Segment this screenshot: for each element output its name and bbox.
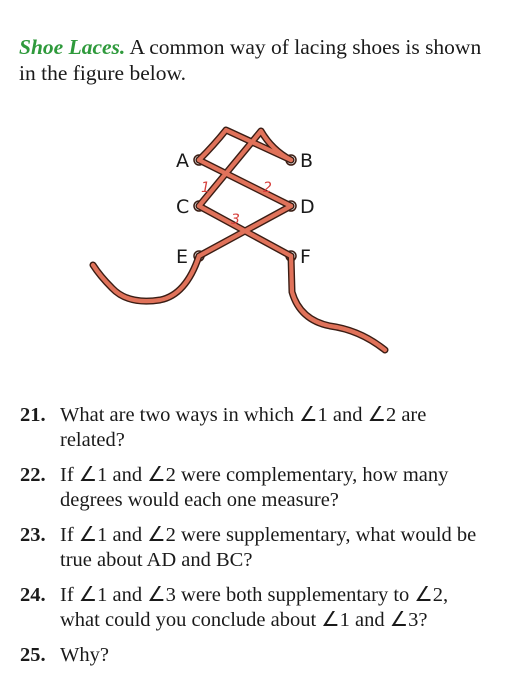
- intro-lead: Shoe Laces.: [19, 35, 126, 59]
- question-item: 23. If ∠1 and ∠2 were supplementary, wha…: [20, 523, 490, 573]
- question-number: 23.: [20, 524, 46, 546]
- point-label-f: F: [300, 246, 311, 268]
- lace-c-to-f: [196, 203, 294, 259]
- lace-right-tail: [288, 253, 388, 353]
- question-text: If ∠1 and ∠2 were supplementary, what wo…: [60, 524, 477, 571]
- intro-text: A common way of lacing shoes is shown in…: [19, 35, 482, 85]
- question-number: 25.: [20, 644, 46, 666]
- lace-top-right: [196, 128, 294, 209]
- question-item: 25. Why?: [20, 643, 490, 668]
- question-item: 21. What are two ways in which ∠1 and ∠2…: [20, 403, 490, 453]
- question-item: 22. If ∠1 and ∠2 were complementary, how…: [20, 463, 490, 513]
- shoe-lace-figure: A B C D E F 1 2 3: [0, 110, 506, 380]
- question-list: 21. What are two ways in which ∠1 and ∠2…: [20, 403, 490, 678]
- lace-a-to-d: [196, 157, 294, 209]
- angle-label-1: 1: [201, 180, 210, 196]
- question-item: 24. If ∠1 and ∠3 were both supplementary…: [20, 583, 490, 633]
- angle-label-2: 2: [263, 180, 272, 196]
- point-label-c: C: [176, 196, 189, 218]
- question-text: What are two ways in which ∠1 and ∠2 are…: [60, 404, 427, 451]
- question-text: Why?: [60, 644, 109, 666]
- intro-paragraph: Shoe Laces. A common way of lacing shoes…: [19, 34, 489, 86]
- question-text: If ∠1 and ∠2 were complementary, how man…: [60, 464, 449, 511]
- point-label-d: D: [300, 196, 315, 218]
- question-number: 21.: [20, 404, 46, 426]
- lace-left-tail: [90, 253, 202, 304]
- point-label-e: E: [176, 246, 188, 268]
- point-label-b: B: [300, 150, 313, 172]
- question-number: 24.: [20, 584, 46, 606]
- shoe-lace-diagram: A B C D E F 1 2 3: [89, 126, 389, 354]
- point-label-a: A: [176, 150, 189, 172]
- question-text: If ∠1 and ∠3 were both supplementary to …: [60, 584, 449, 631]
- question-number: 22.: [20, 464, 46, 486]
- angle-label-3: 3: [231, 212, 240, 228]
